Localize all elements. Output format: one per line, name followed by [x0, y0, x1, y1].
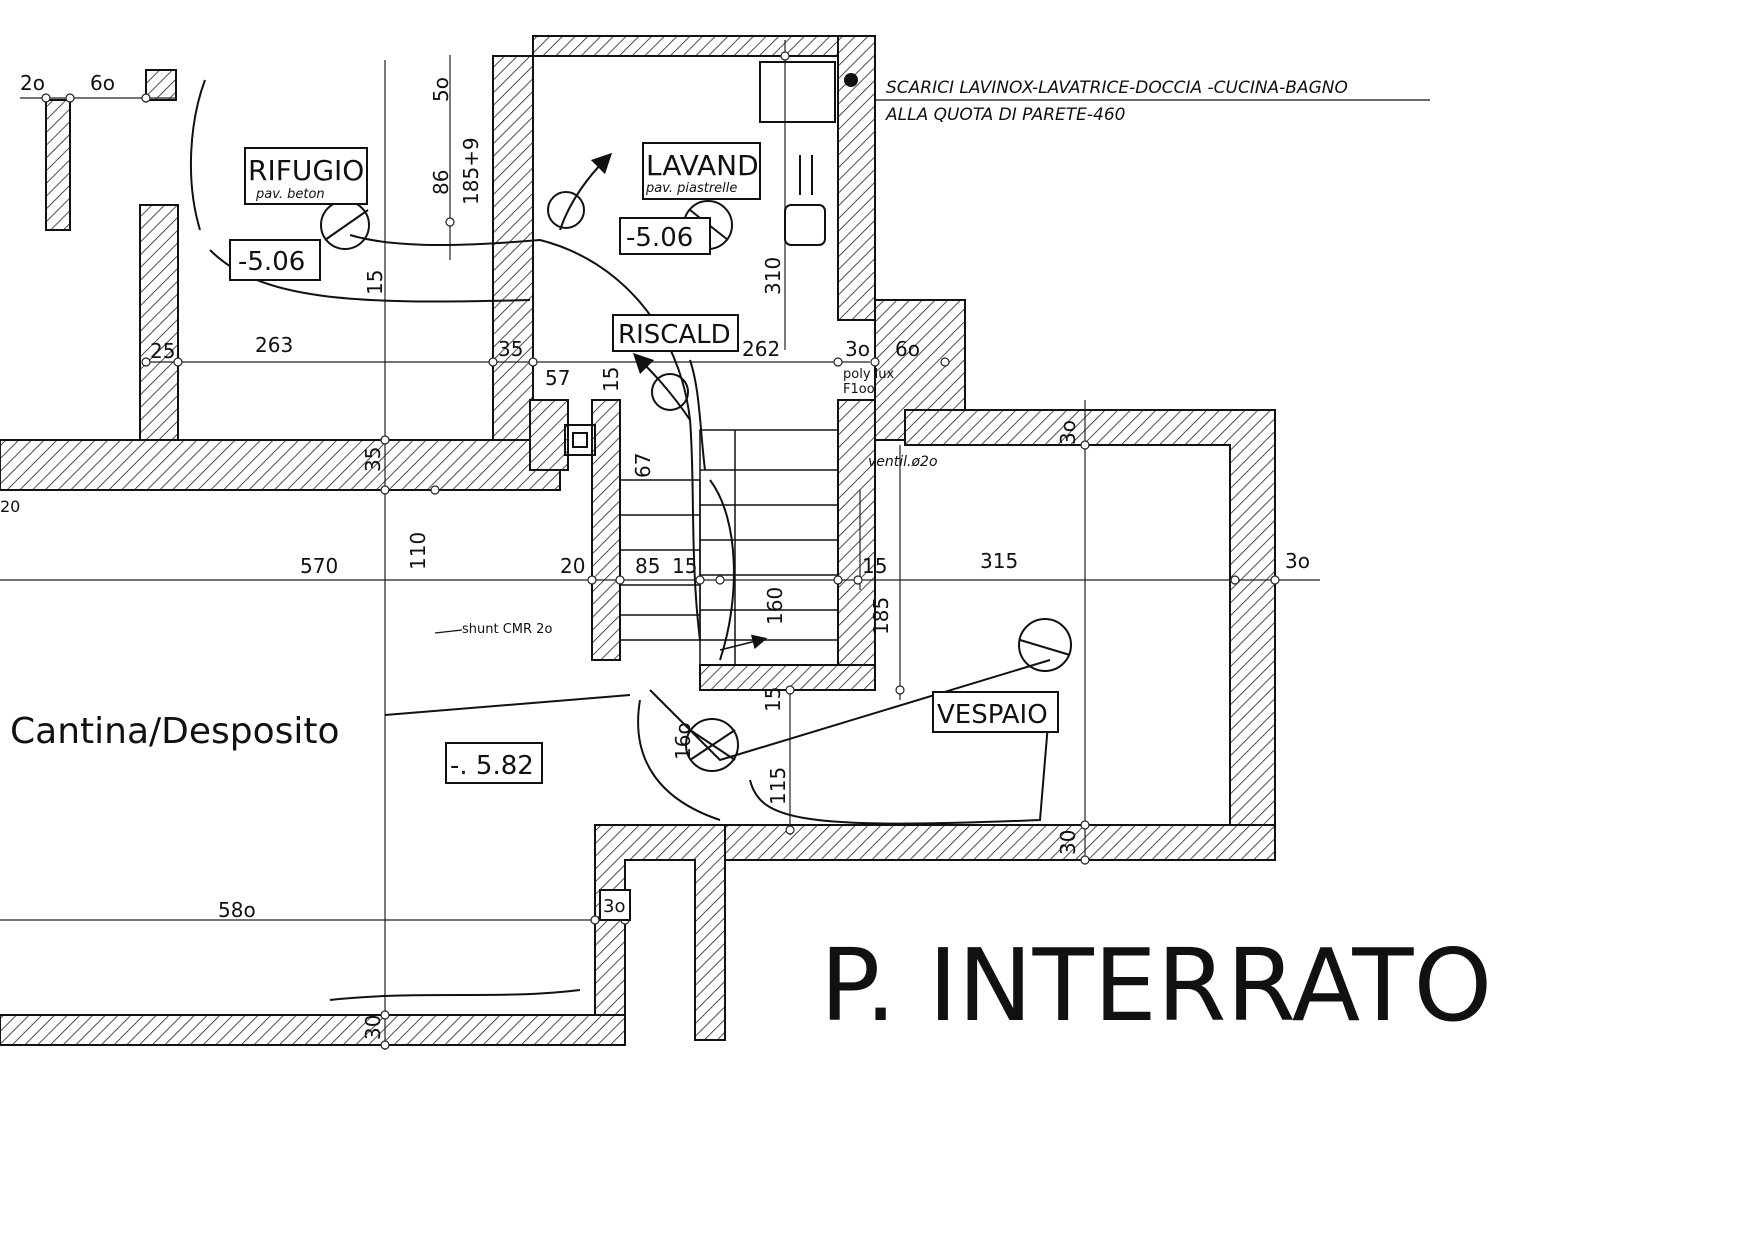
walls	[0, 35, 1276, 1046]
dim-60b: 6o	[895, 337, 920, 361]
dim-160b: 16o	[671, 722, 695, 760]
rifugio-label: RIFUGIO	[248, 154, 364, 187]
cantina-level: -. 5.82	[450, 751, 534, 781]
dim-20c: 20	[0, 497, 20, 516]
sink-icon	[759, 61, 836, 123]
vespaio-label: VESPAIO	[937, 700, 1048, 730]
drain-point-icon	[844, 73, 858, 87]
dim-185: 185	[869, 597, 893, 635]
fixture-circle-icon	[547, 191, 585, 229]
dim-30b: 3o	[1056, 420, 1080, 445]
lavand-floor: pav. piastrelle	[645, 181, 737, 196]
drain-note-line2: ALLA QUOTA DI PARETE-460	[885, 105, 1125, 125]
staircase	[619, 429, 839, 666]
plan-title: P. INTERRATO	[820, 927, 1492, 1044]
dim-50: 5o	[429, 77, 453, 102]
dimension-lines	[0, 40, 1320, 1050]
polylux-note-2: F1oo	[843, 382, 875, 397]
dim-115: 115	[766, 767, 790, 805]
dim-20b: 20	[560, 554, 585, 578]
rifugio-level: -5.06	[238, 247, 305, 277]
polylux-note: poly lux	[843, 367, 894, 382]
rifugio-floor: pav. beton	[255, 187, 325, 202]
dim-570: 570	[300, 554, 338, 578]
riscald-circle-icon	[651, 373, 689, 411]
dim-85: 85	[635, 554, 660, 578]
ventil-note: ventil.ø2o	[868, 454, 938, 470]
dim-67: 67	[631, 453, 655, 478]
dim-30a: 3o	[845, 337, 870, 361]
dim-30d: 30	[1056, 830, 1080, 855]
dim-1859: 185+9	[459, 137, 483, 205]
dim-15c: 15	[672, 554, 697, 578]
dim-15a: 15	[363, 270, 387, 295]
dim-315: 315	[980, 549, 1018, 573]
room-labels	[229, 142, 1059, 921]
dim-15b: 15	[599, 367, 623, 392]
dim-30e: 3o	[603, 896, 625, 917]
dim-262: 262	[742, 337, 780, 361]
dim-30c: 3o	[1285, 549, 1310, 573]
shunt-note: shunt CMR 2o	[462, 622, 552, 637]
dim-35b: 35	[361, 447, 385, 472]
riscald-label: RISCALD	[618, 320, 731, 350]
room-texts: RIFUGIO pav. beton -5.06 LAVAND pav. pia…	[10, 149, 1492, 1044]
lavand-label: LAVAND	[646, 149, 759, 182]
dim-30f: 30	[361, 1015, 385, 1040]
cantina-drain-icon	[685, 718, 739, 772]
dim-25: 25	[150, 339, 175, 363]
dimension-texts-vertical: 5o 86 185+9 15 310 15 67 35 3o 110 160 1…	[361, 77, 1080, 1040]
dim-310: 310	[761, 257, 785, 295]
drain-note-line1: SCARICI LAVINOX-LAVATRICE-DOCCIA -CUCINA…	[886, 78, 1348, 98]
dim-160a: 160	[763, 587, 787, 625]
vespaio-drain-icon	[1018, 618, 1072, 672]
dim-580: 58o	[218, 898, 256, 922]
lavand-level: -5.06	[626, 223, 693, 253]
dim-57: 57	[545, 366, 570, 390]
dim-20: 2o	[20, 71, 45, 95]
notes: SCARICI LAVINOX-LAVATRICE-DOCCIA -CUCINA…	[434, 73, 1430, 637]
dim-35a: 35	[498, 337, 523, 361]
dim-86: 86	[429, 170, 453, 195]
dim-110: 110	[406, 532, 430, 570]
dim-263: 263	[255, 333, 293, 357]
dim-15e: 15	[862, 554, 887, 578]
dim-15d: 15	[761, 687, 785, 712]
chimney-icon	[564, 424, 596, 456]
dim-60a: 6o	[90, 71, 115, 95]
toilet-icon	[784, 204, 826, 246]
dimension-texts: 2o 6o 25 263 35 262 3o 6o 57 570 20 85 1…	[0, 71, 1310, 922]
cantina-label: Cantina/Desposito	[10, 711, 340, 752]
